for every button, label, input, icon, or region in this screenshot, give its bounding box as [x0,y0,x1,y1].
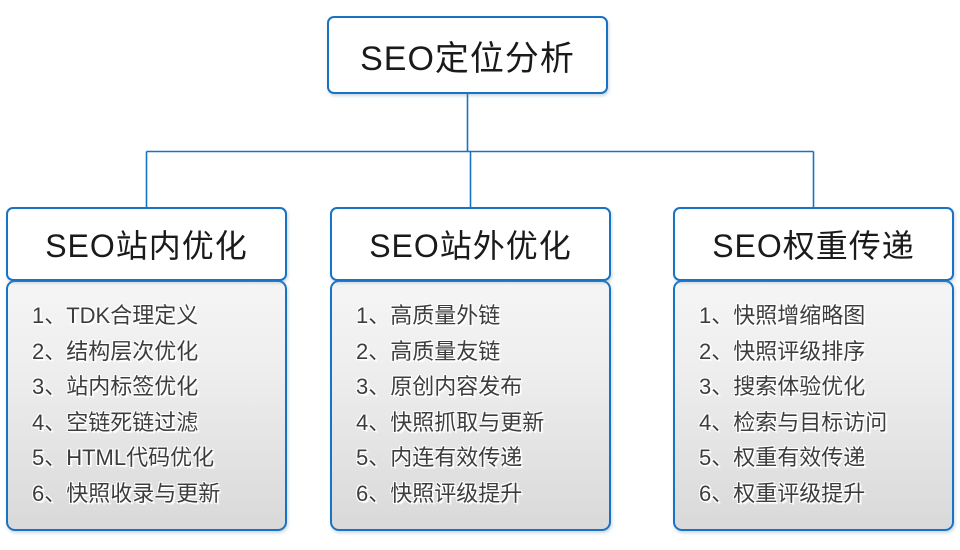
branch-onsite-list: 1、TDK合理定义 2、结构层次优化 3、站内标签优化 4、空链死链过滤 5、H… [32,298,275,511]
list-item: 2、高质量友链 [356,338,501,364]
list-item: 4、空链死链过滤 [32,409,199,435]
root-node-label: SEO定位分析 [360,39,575,78]
branch-onsite-title: SEO站内优化 [45,228,248,264]
list-item: 4、检索与目标访问 [699,409,888,435]
list-item: 6、快照收录与更新 [32,480,221,506]
list-item: 6、权重评级提升 [699,480,866,506]
list-item: 6、快照评级提升 [356,480,523,506]
branch-weight-header: SEO权重传递 [673,207,954,281]
list-item: 5、权重有效传递 [699,445,866,470]
root-node: SEO定位分析 [327,16,608,94]
list-item: 2、快照评级排序 [699,338,866,364]
branch-offsite-title: SEO站外优化 [369,228,572,264]
list-item: 3、站内标签优化 [32,374,199,399]
list-item: 4、快照抓取与更新 [356,409,545,435]
branch-onsite-panel: 1、TDK合理定义 2、结构层次优化 3、站内标签优化 4、空链死链过滤 5、H… [6,280,287,531]
branch-onsite-header: SEO站内优化 [6,207,287,281]
list-item: 2、结构层次优化 [32,338,199,364]
list-item: 5、HTML代码优化 [32,445,215,470]
branch-weight-title: SEO权重传递 [712,228,915,264]
list-item: 1、快照增缩略图 [699,303,866,328]
list-item: 3、搜索体验优化 [699,374,866,399]
branch-offsite-header: SEO站外优化 [330,207,611,281]
list-item: 3、原创内容发布 [356,374,523,399]
branch-weight-panel: 1、快照增缩略图 2、快照评级排序 3、搜索体验优化 4、检索与目标访问 5、权… [673,280,954,531]
branch-weight-list: 1、快照增缩略图 2、快照评级排序 3、搜索体验优化 4、检索与目标访问 5、权… [699,298,942,511]
branch-offsite-panel: 1、高质量外链 2、高质量友链 3、原创内容发布 4、快照抓取与更新 5、内连有… [330,280,611,531]
list-item: 5、内连有效传递 [356,445,523,470]
branch-offsite-list: 1、高质量外链 2、高质量友链 3、原创内容发布 4、快照抓取与更新 5、内连有… [356,298,599,511]
list-item: 1、高质量外链 [356,303,501,328]
list-item: 1、TDK合理定义 [32,303,199,328]
